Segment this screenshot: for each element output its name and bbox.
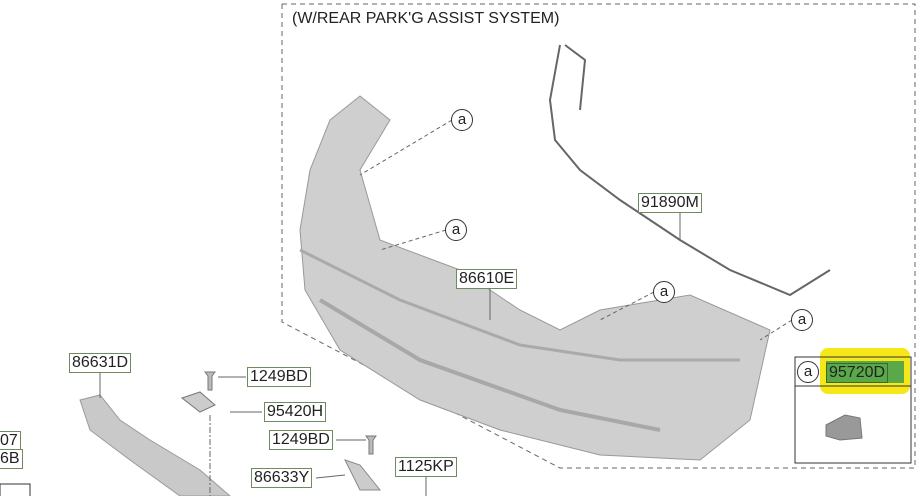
part-label-86633y[interactable]: 86633Y bbox=[251, 468, 313, 488]
part-label-91890m[interactable]: 91890M bbox=[638, 193, 702, 213]
part-label-1125kp[interactable]: 1125KP bbox=[395, 457, 457, 477]
part-label-cut-6b[interactable]: 6B bbox=[0, 449, 23, 469]
callout-a-inset: a bbox=[797, 361, 819, 383]
group-outline bbox=[281, 3, 916, 469]
wiring-harness-shape bbox=[548, 44, 831, 297]
callout-a[interactable]: a bbox=[791, 309, 813, 331]
bumper-cover-shape bbox=[299, 95, 771, 461]
callout-a[interactable]: a bbox=[451, 109, 473, 131]
callout-a[interactable]: a bbox=[445, 219, 467, 241]
part-label-1249bd-lower[interactable]: 1249BD bbox=[269, 430, 333, 450]
bracket-left-shape bbox=[79, 394, 231, 496]
callout-a[interactable]: a bbox=[653, 281, 675, 303]
sensor-icon bbox=[825, 414, 863, 441]
part-label-1249bd-top[interactable]: 1249BD bbox=[247, 367, 311, 387]
part-label-95420h[interactable]: 95420H bbox=[264, 402, 327, 422]
diagram-title: (W/REAR PARK'G ASSIST SYSTEM) bbox=[292, 10, 560, 27]
part-label-86631d[interactable]: 86631D bbox=[69, 353, 132, 373]
part-label-cut-07[interactable]: 07 bbox=[0, 431, 21, 451]
part-label-95720d[interactable]: 95720D bbox=[826, 363, 889, 383]
part-label-86610e[interactable]: 86610E bbox=[456, 269, 518, 289]
